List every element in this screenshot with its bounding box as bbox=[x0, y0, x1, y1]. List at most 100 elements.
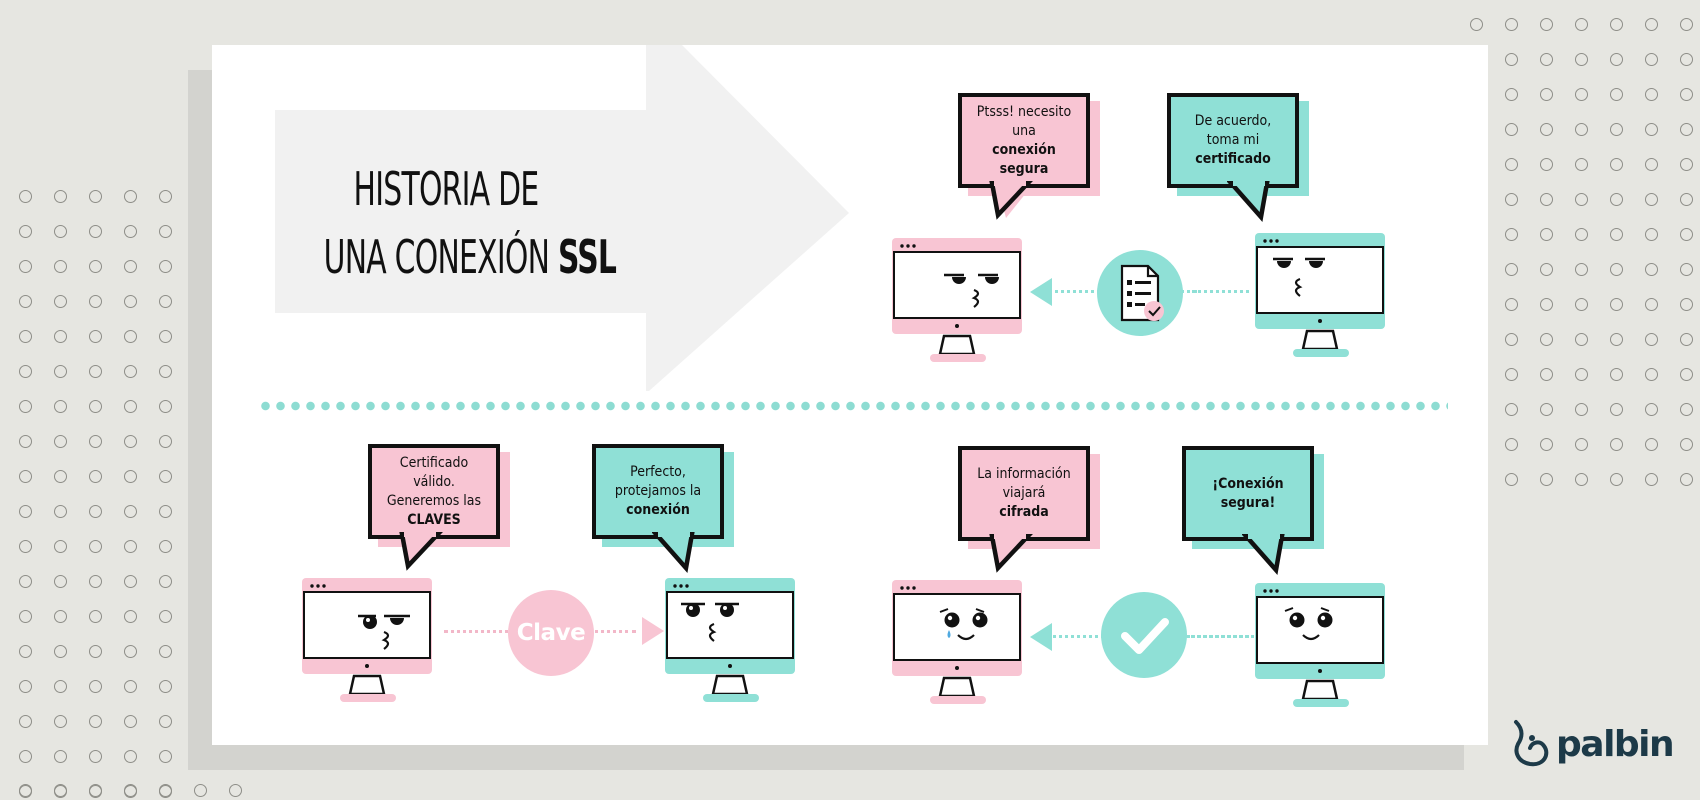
decorative-dot bbox=[159, 400, 172, 413]
decorative-dot bbox=[1505, 158, 1518, 171]
decorative-dot bbox=[124, 400, 137, 413]
decorative-dot bbox=[1575, 333, 1588, 346]
decorative-dot bbox=[124, 750, 137, 763]
decorative-dot bbox=[1610, 403, 1623, 416]
decorative-dot bbox=[1610, 368, 1623, 381]
decorative-dot bbox=[19, 715, 32, 728]
decorative-dot bbox=[89, 190, 102, 203]
decorative-dot bbox=[54, 680, 67, 693]
arrow-right-icon bbox=[642, 617, 664, 645]
decorative-dot bbox=[1680, 438, 1693, 451]
decorative-dot bbox=[124, 540, 137, 553]
decorative-dot bbox=[89, 330, 102, 343]
decorative-dot bbox=[1680, 123, 1693, 136]
connection-line bbox=[1187, 635, 1249, 639]
decorative-dot bbox=[1645, 53, 1658, 66]
decorative-dot bbox=[19, 225, 32, 238]
decorative-dot bbox=[1645, 473, 1658, 486]
decorative-dot bbox=[1505, 228, 1518, 241]
decorative-dot bbox=[1505, 18, 1518, 31]
decorative-dot bbox=[159, 715, 172, 728]
decorative-dot bbox=[54, 505, 67, 518]
decorative-dot bbox=[89, 680, 102, 693]
decorative-dot bbox=[54, 400, 67, 413]
decorative-dot bbox=[1505, 53, 1518, 66]
decorative-dot bbox=[19, 260, 32, 273]
bubble-text-bold: conexión segura bbox=[992, 141, 1056, 177]
decorative-dot-grid-right bbox=[1470, 18, 1693, 486]
decorative-dot bbox=[89, 225, 102, 238]
decorative-dot bbox=[1540, 368, 1553, 381]
decorative-dot bbox=[1680, 18, 1693, 31]
decorative-dot bbox=[1680, 473, 1693, 486]
decorative-dot bbox=[1610, 53, 1623, 66]
decorative-dot bbox=[19, 330, 32, 343]
decorative-dot bbox=[54, 330, 67, 343]
decorative-dot bbox=[1645, 438, 1658, 451]
decorative-dot bbox=[89, 784, 102, 797]
decorative-dot bbox=[159, 330, 172, 343]
decorative-dot bbox=[159, 540, 172, 553]
connection-line bbox=[1187, 290, 1249, 294]
decorative-dot bbox=[1680, 53, 1693, 66]
decorative-dot bbox=[89, 365, 102, 378]
decorative-dot bbox=[1505, 193, 1518, 206]
decorative-dot bbox=[1645, 403, 1658, 416]
decorative-dot bbox=[1540, 53, 1553, 66]
server-monitor-teal bbox=[1255, 233, 1385, 357]
decorative-dot bbox=[1540, 263, 1553, 276]
decorative-dot bbox=[124, 295, 137, 308]
decorative-dot bbox=[1610, 333, 1623, 346]
decorative-dot bbox=[1575, 263, 1588, 276]
decorative-dot bbox=[1575, 88, 1588, 101]
decorative-dot bbox=[1680, 193, 1693, 206]
decorative-dot bbox=[1505, 438, 1518, 451]
decorative-dot bbox=[19, 400, 32, 413]
decorative-dot bbox=[89, 400, 102, 413]
decorative-dot bbox=[124, 470, 137, 483]
decorative-dot bbox=[54, 260, 67, 273]
decorative-dot bbox=[1540, 88, 1553, 101]
decorative-dot bbox=[19, 435, 32, 448]
decorative-dot bbox=[124, 784, 137, 797]
decorative-dot bbox=[1575, 53, 1588, 66]
bubble-text-bold: CLAVES bbox=[407, 511, 461, 528]
decorative-dot bbox=[159, 645, 172, 658]
decorative-dot bbox=[54, 540, 67, 553]
decorative-dot bbox=[1610, 88, 1623, 101]
client-monitor-pink bbox=[892, 238, 1022, 362]
bubble-text-bold: conexión bbox=[626, 502, 690, 518]
decorative-dot bbox=[1645, 333, 1658, 346]
decorative-dot bbox=[159, 680, 172, 693]
decorative-dot bbox=[1575, 18, 1588, 31]
decorative-dot bbox=[1680, 88, 1693, 101]
decorative-dot bbox=[1505, 298, 1518, 311]
decorative-dot bbox=[159, 784, 172, 797]
infographic-panel: HISTORIA DE UNA CONEXIÓN SSL Ptsss! nece… bbox=[212, 45, 1488, 745]
decorative-dot bbox=[1610, 228, 1623, 241]
decorative-dot bbox=[124, 260, 137, 273]
decorative-dot bbox=[124, 435, 137, 448]
success-badge bbox=[1101, 592, 1187, 678]
decorative-dot bbox=[1610, 158, 1623, 171]
decorative-dot bbox=[1610, 123, 1623, 136]
decorative-dot bbox=[19, 680, 32, 693]
server-monitor-teal bbox=[1255, 583, 1385, 707]
decorative-dot bbox=[54, 190, 67, 203]
decorative-dot bbox=[1575, 368, 1588, 381]
decorative-dot bbox=[1575, 228, 1588, 241]
decorative-dot bbox=[1645, 158, 1658, 171]
decorative-dot bbox=[89, 505, 102, 518]
decorative-dot bbox=[1645, 88, 1658, 101]
decorative-dot bbox=[19, 750, 32, 763]
decorative-dot bbox=[54, 645, 67, 658]
decorative-dot bbox=[1575, 403, 1588, 416]
bubble-text: Ptsss! necesito una bbox=[976, 103, 1072, 139]
decorative-dot bbox=[89, 715, 102, 728]
certificate-icon bbox=[1120, 264, 1164, 322]
decorative-dot bbox=[159, 190, 172, 203]
decorative-dot bbox=[89, 295, 102, 308]
title-line-1: HISTORIA DE bbox=[353, 162, 540, 216]
decorative-dot bbox=[1680, 158, 1693, 171]
decorative-dot bbox=[1645, 263, 1658, 276]
